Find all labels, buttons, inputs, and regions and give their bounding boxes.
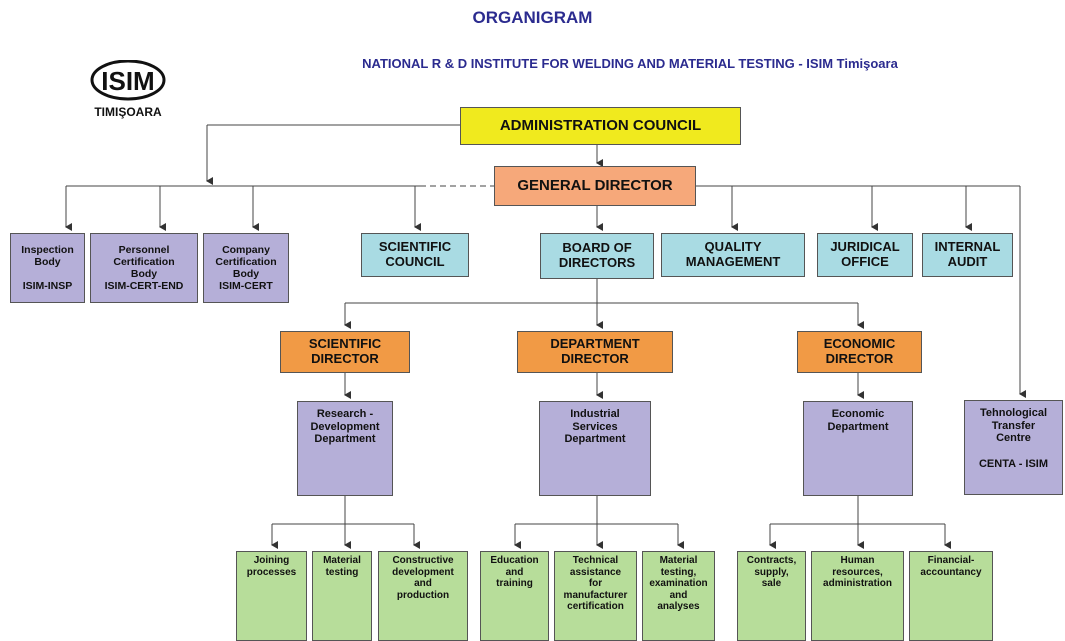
board-of-directors-box: BOARD OF DIRECTORS [540, 233, 654, 279]
internal-audit-box: INTERNAL AUDIT [922, 233, 1013, 277]
scientific-council-box: SCIENTIFIC COUNCIL [361, 233, 469, 277]
section-contracts-supply-sale: Contracts, supply, sale [737, 551, 806, 641]
general-director-box: GENERAL DIRECTOR [494, 166, 696, 206]
economic-department-box: Economic Department [803, 401, 913, 496]
juridical-office-box: JURIDICAL OFFICE [817, 233, 913, 277]
technological-transfer-centre-box: Tehnological Transfer Centre CENTA - ISI… [964, 400, 1063, 495]
personnel-certification-box: Personnel Certification Body ISIM-CERT-E… [90, 233, 198, 303]
section-material-testing: Material testing [312, 551, 372, 641]
isim-logo: ISIM TIMIŞOARA [90, 60, 166, 119]
industrial-services-department-box: Industrial Services Department [539, 401, 651, 496]
section-education-training: Education and training [480, 551, 549, 641]
section-human-resources: Human resources, administration [811, 551, 904, 641]
logo-mark: ISIM [101, 66, 154, 96]
page-title: ORGANIGRAM [472, 8, 593, 27]
page-subtitle: NATIONAL R & D INSTITUTE FOR WELDING AND… [362, 56, 898, 71]
rd-department-box: Research - Development Department [297, 401, 393, 496]
scientific-director-box: SCIENTIFIC DIRECTOR [280, 331, 410, 373]
quality-management-box: QUALITY MANAGEMENT [661, 233, 805, 277]
section-financial-accountancy: Financial- accountancy [909, 551, 993, 641]
company-certification-box: Company Certification Body ISIM-CERT [203, 233, 289, 303]
section-constructive-development: Constructive development and production [378, 551, 468, 641]
economic-director-box: ECONOMIC DIRECTOR [797, 331, 922, 373]
section-technical-assistance: Technical assistance for manufacturer ce… [554, 551, 637, 641]
administration-council-box: ADMINISTRATION COUNCIL [460, 107, 741, 145]
department-director-box: DEPARTMENT DIRECTOR [517, 331, 673, 373]
section-material-testing-examination: Material testing, examination and analys… [642, 551, 715, 641]
section-joining-processes: Joining processes [236, 551, 307, 641]
logo-city: TIMIŞOARA [94, 105, 162, 119]
inspection-body-box: Inspection Body ISIM-INSP [10, 233, 85, 303]
